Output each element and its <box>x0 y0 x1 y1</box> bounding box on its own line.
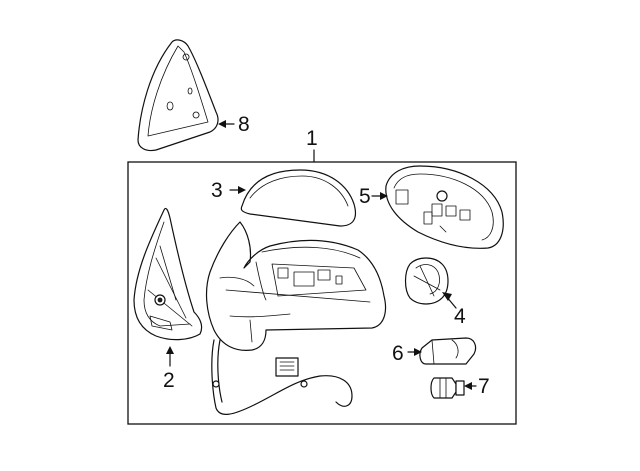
callout-7: 7 <box>478 375 490 398</box>
part-6-housing <box>419 337 477 365</box>
callout-4: 4 <box>454 305 466 328</box>
arrow-8 <box>218 120 226 128</box>
arrow-4 <box>442 292 452 301</box>
part-2-base <box>133 207 203 341</box>
part-4-lamp <box>404 257 449 305</box>
arrow-2 <box>166 346 174 354</box>
assembly-box <box>127 161 517 425</box>
part-1-mirror <box>205 221 387 351</box>
callout-6: 6 <box>392 342 404 365</box>
callout-1: 1 <box>306 127 318 150</box>
wire-harness <box>211 339 353 415</box>
arrow-3 <box>238 186 246 194</box>
arrow-5 <box>380 192 388 200</box>
arrow-7 <box>464 382 472 390</box>
callout-2: 2 <box>163 369 175 392</box>
part-3-cover <box>240 169 357 227</box>
part-7-bulb <box>430 377 465 399</box>
arrow-6 <box>414 348 422 356</box>
callout-8: 8 <box>238 113 250 136</box>
part-8-cap <box>137 39 219 152</box>
part-5-glass <box>385 165 504 249</box>
callout-5: 5 <box>359 185 371 208</box>
callout-3: 3 <box>211 179 223 202</box>
